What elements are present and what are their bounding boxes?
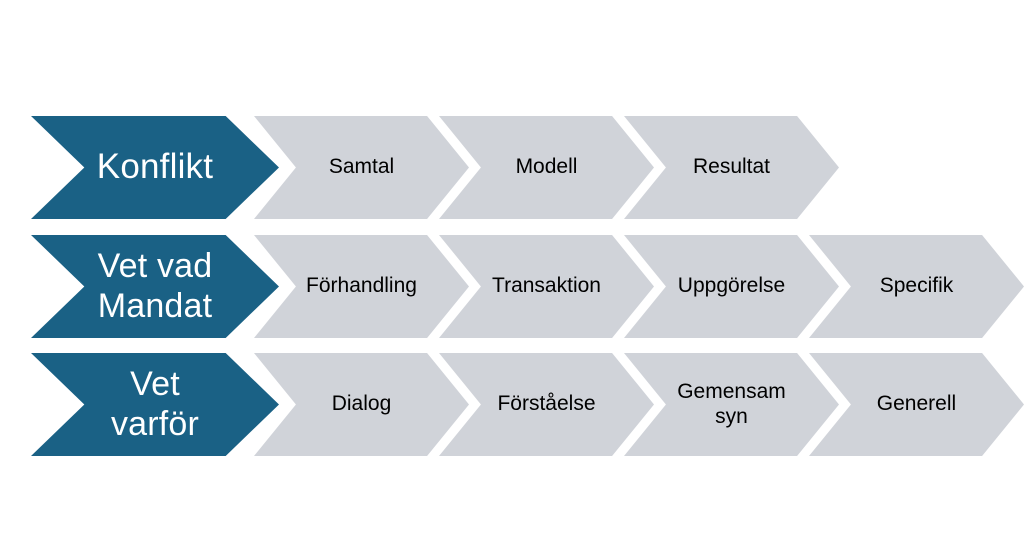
step-chevron-transaktion[interactable]: Transaktion <box>439 235 654 338</box>
lead-chevron-konflikt[interactable]: Konflikt <box>31 116 279 219</box>
step-chevron-label: Dialog <box>331 392 392 416</box>
step-chevron-label: Samtal <box>328 155 395 179</box>
step-chevron-forhandling[interactable]: Förhandling <box>254 235 469 338</box>
step-chevron-label: Specifik <box>879 274 954 298</box>
lead-chevron-label: Vet vad Mandat <box>97 247 213 325</box>
step-chevron-forstaelse[interactable]: Förståelse <box>439 353 654 456</box>
step-chevron-label: Förståelse <box>497 392 596 416</box>
step-chevron-specifik[interactable]: Specifik <box>809 235 1024 338</box>
step-chevron-generell[interactable]: Generell <box>809 353 1024 456</box>
process-row-vet-varfor: Vet varför Dialog Förståelse Gemensam sy… <box>0 353 1024 456</box>
lead-chevron-label: Konflikt <box>96 147 214 187</box>
step-chevron-label: Gemensam syn <box>677 380 786 428</box>
step-chevron-resultat[interactable]: Resultat <box>624 116 839 219</box>
step-chevron-uppgorelse[interactable]: Uppgörelse <box>624 235 839 338</box>
step-chevron-label: Modell <box>515 155 578 179</box>
step-chevron-dialog[interactable]: Dialog <box>254 353 469 456</box>
lead-chevron-label: Vet varför <box>110 365 200 443</box>
lead-chevron-vet-vad-mandat[interactable]: Vet vad Mandat <box>31 235 279 338</box>
process-row-vet-vad-mandat: Vet vad Mandat Förhandling Transaktion U… <box>0 235 1024 338</box>
step-chevron-label: Transaktion <box>492 274 601 298</box>
step-chevron-label: Förhandling <box>306 274 417 298</box>
step-chevron-modell[interactable]: Modell <box>439 116 654 219</box>
step-chevron-label: Resultat <box>692 155 771 179</box>
step-chevron-samtal[interactable]: Samtal <box>254 116 469 219</box>
step-chevron-label: Generell <box>876 392 957 416</box>
process-row-konflikt: Konflikt Samtal Modell Resultat <box>0 116 1024 219</box>
lead-chevron-vet-varfor[interactable]: Vet varför <box>31 353 279 456</box>
step-chevron-label: Uppgörelse <box>677 274 786 298</box>
step-chevron-gemensam-syn[interactable]: Gemensam syn <box>624 353 839 456</box>
